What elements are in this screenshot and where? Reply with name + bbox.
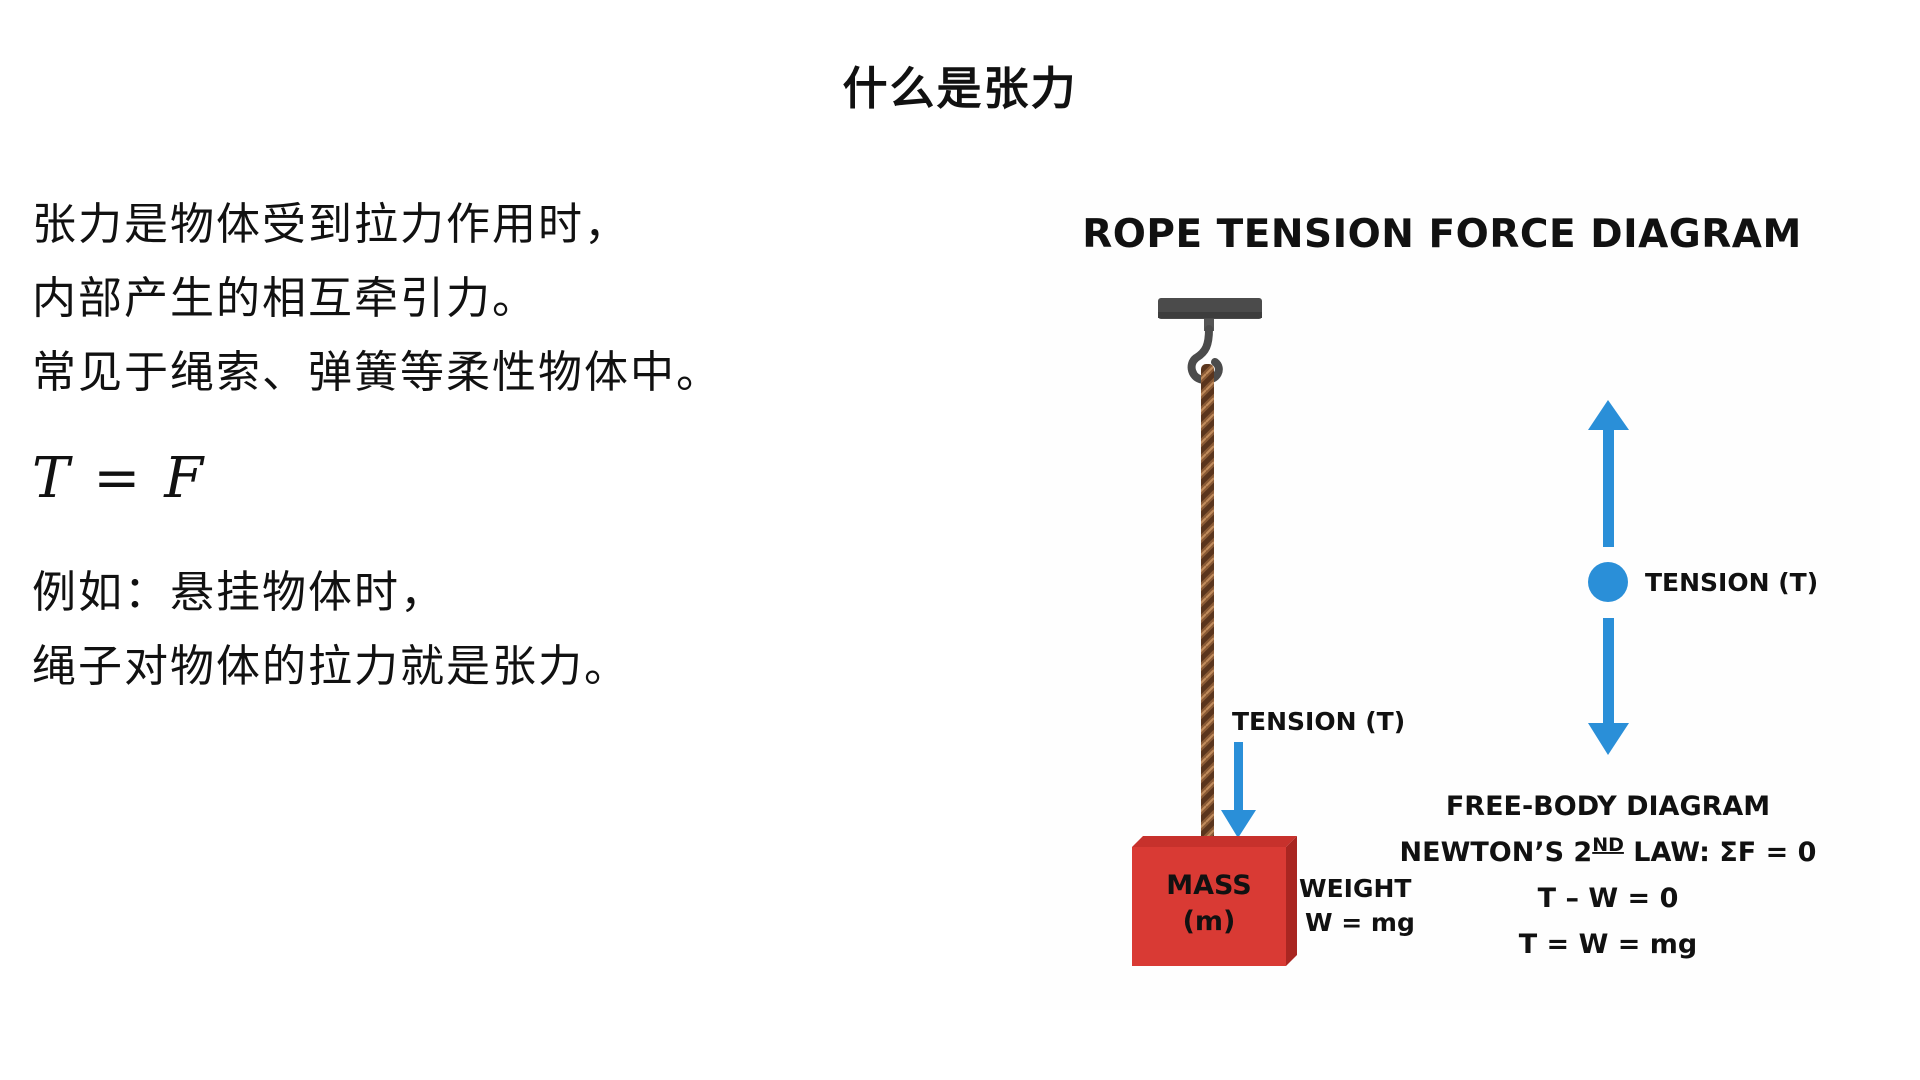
intro-line-2: 内部产生的相互牵引力。	[32, 273, 538, 324]
page-title: 什么是张力	[842, 62, 1078, 115]
example-line-1: 例如：悬挂物体时，	[32, 567, 446, 618]
mass-block	[1132, 836, 1297, 966]
rope-tension-diagram-svg: ROPE TENSION FORCE DIAGRAM TENSION (T) M…	[1082, 212, 1818, 966]
diagram-title: ROPE TENSION FORCE DIAGRAM	[1082, 212, 1802, 257]
rope-tension-label: TENSION (T)	[1232, 707, 1405, 736]
hook-icon	[1187, 325, 1223, 384]
fbd-tension-label: TENSION (T)	[1645, 568, 1818, 597]
rope-tension-arrow	[1221, 742, 1256, 838]
formula-left: T	[32, 446, 70, 511]
equation-1: T – W = 0	[1538, 883, 1679, 914]
newton-law-superscript: ND	[1592, 834, 1624, 856]
formula-operator: =	[93, 446, 141, 511]
example-text: 例如：悬挂物体时， 绳子对物体的拉力就是张力。	[32, 556, 992, 704]
intro-line-1: 张力是物体受到拉力作用时，	[32, 199, 630, 250]
rope-tension-diagram: ROPE TENSION FORCE DIAGRAM TENSION (T) M…	[1030, 190, 1880, 1010]
newton-law-suffix: LAW: ΣF = 0	[1624, 837, 1817, 868]
formula-right: F	[164, 446, 204, 511]
example-line-2: 绳子对物体的拉力就是张力。	[32, 641, 630, 692]
equation-2: T = W = mg	[1519, 929, 1698, 960]
newton-law-prefix: NEWTON’S 2	[1400, 837, 1593, 868]
intro-line-3: 常见于绳索、弹簧等柔性物体中。	[32, 347, 722, 398]
weight-label: WEIGHT	[1299, 874, 1411, 903]
intro-text: 张力是物体受到拉力作用时， 内部产生的相互牵引力。 常见于绳索、弹簧等柔性物体中…	[32, 188, 992, 410]
free-body-diagram-graphic	[1588, 400, 1629, 755]
point-mass-icon	[1588, 562, 1628, 602]
mass-symbol: (m)	[1183, 906, 1236, 937]
down-arrow-icon	[1588, 618, 1629, 755]
up-arrow-icon	[1588, 400, 1629, 547]
newton-law-line: NEWTON’S 2ND LAW: ΣF = 0	[1400, 834, 1817, 868]
weight-formula: W = mg	[1305, 908, 1415, 937]
rope-icon	[1201, 364, 1214, 855]
fbd-title: FREE-BODY DIAGRAM	[1446, 791, 1770, 822]
tension-formula: T = F	[32, 444, 203, 514]
mass-label: MASS	[1166, 870, 1251, 901]
